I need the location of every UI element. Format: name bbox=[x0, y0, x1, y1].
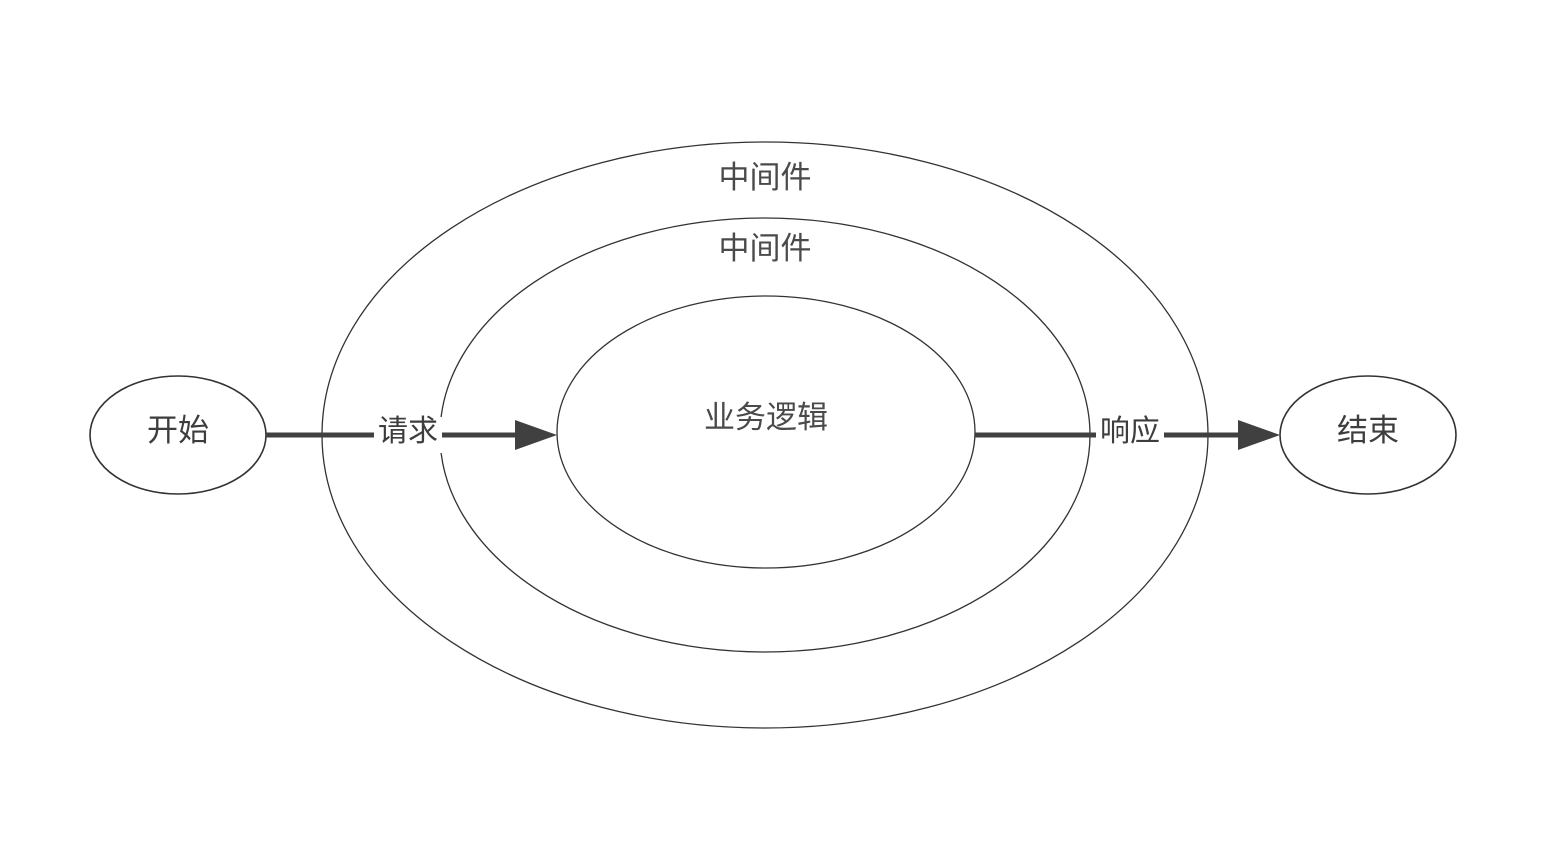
node-label-start: 开始 bbox=[147, 413, 209, 448]
layer-label-group: 中间件 中间件 业务逻辑 bbox=[704, 160, 828, 435]
edge-request[interactable]: 请求 bbox=[266, 415, 557, 453]
arrow-head-request bbox=[515, 420, 557, 450]
layer-label-middleware-outer: 中间件 bbox=[719, 160, 812, 195]
edge-response[interactable]: 响应 bbox=[975, 415, 1280, 453]
edge-label-response: 响应 bbox=[1100, 415, 1160, 448]
node-label-end: 结束 bbox=[1337, 413, 1399, 448]
edge-label-bg-response bbox=[1096, 417, 1164, 453]
node-label-group: 开始 结束 bbox=[147, 413, 1399, 448]
layer-ellipse-business-logic[interactable] bbox=[556, 295, 976, 569]
edge-label-request: 请求 bbox=[378, 415, 438, 448]
arrow-head-response bbox=[1238, 420, 1280, 450]
edge-label-bg-request bbox=[374, 417, 442, 453]
layer-label-middleware-inner: 中间件 bbox=[719, 231, 812, 266]
layer-label-business-logic: 业务逻辑 bbox=[704, 400, 828, 435]
